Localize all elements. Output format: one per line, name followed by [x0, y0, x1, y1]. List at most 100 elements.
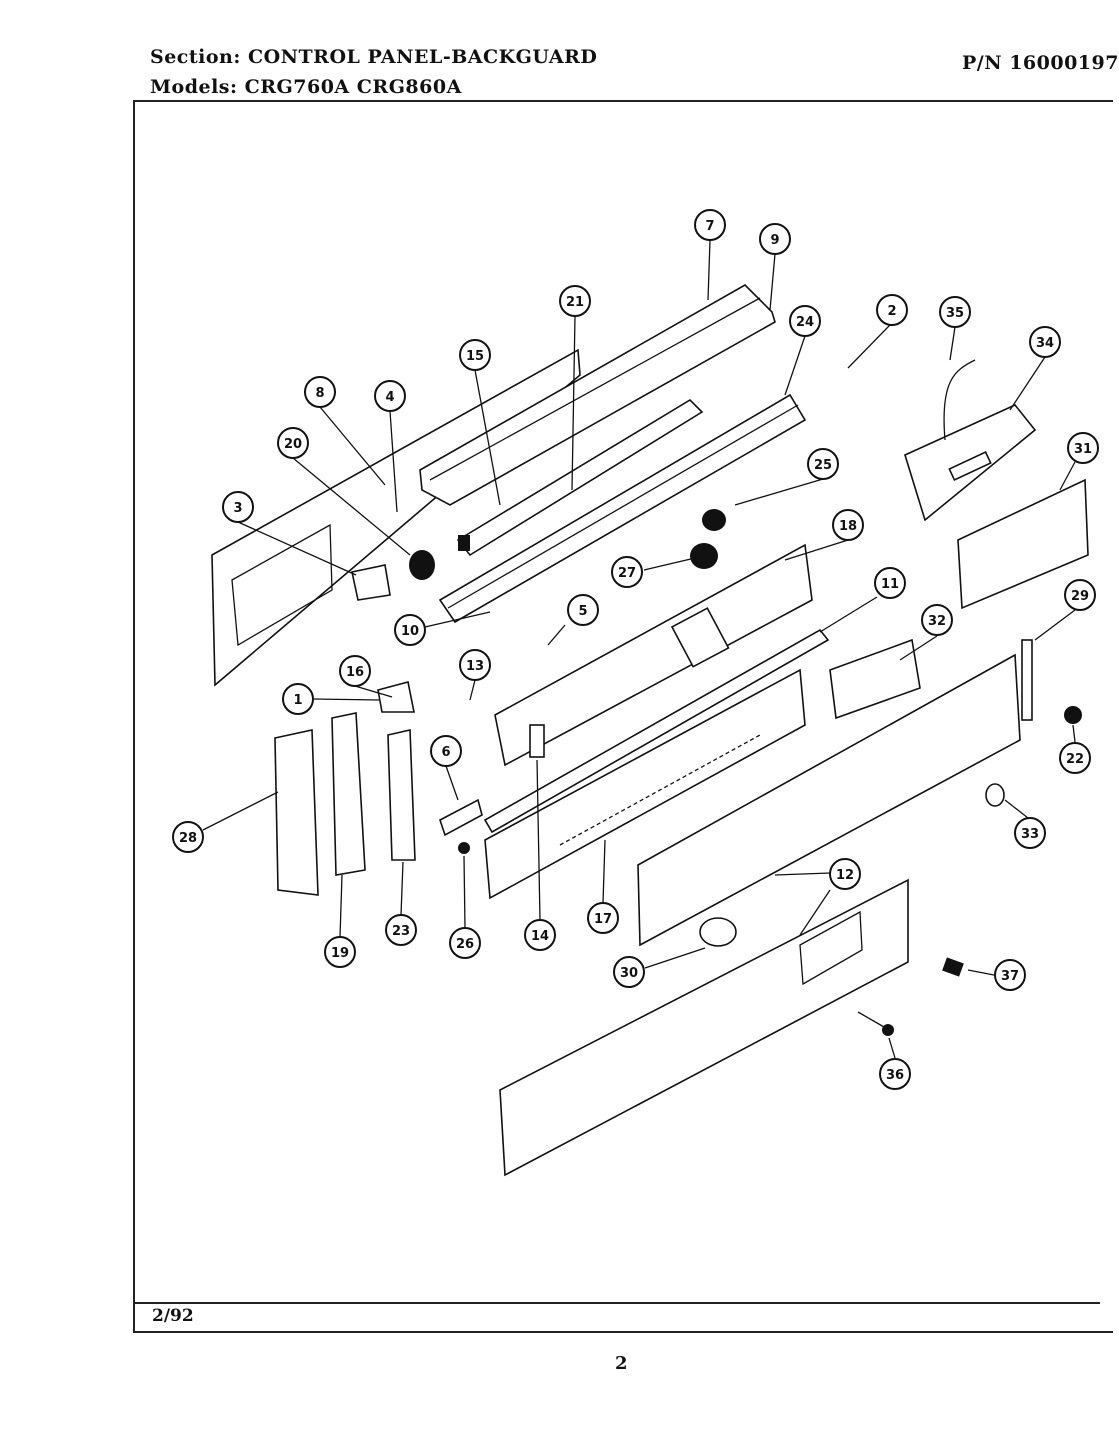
callout-34: 34 — [1029, 326, 1061, 358]
callout-23: 23 — [385, 914, 417, 946]
electronic-control-board — [904, 359, 1037, 522]
callout-15: 15 — [459, 339, 491, 371]
switch-part — [690, 543, 718, 569]
lamp-bulb — [985, 783, 1005, 807]
svg-text:27: 27 — [618, 566, 636, 581]
section-title: Section: CONTROL PANEL-BACKGUARD — [150, 46, 598, 68]
svg-text:21: 21 — [566, 295, 584, 310]
svg-text:12: 12 — [836, 868, 854, 883]
svg-text:16: 16 — [346, 665, 364, 680]
svg-text:28: 28 — [179, 831, 197, 846]
switch-bracket — [829, 638, 921, 720]
callout-2: 2 — [876, 294, 908, 326]
callout-16: 16 — [339, 655, 371, 687]
svg-text:19: 19 — [331, 946, 349, 961]
leader-lines — [202, 239, 1076, 1059]
callout-13: 13 — [459, 649, 491, 681]
svg-text:34: 34 — [1036, 336, 1054, 351]
mounting-clip — [439, 798, 483, 837]
callout-3: 3 — [222, 491, 254, 523]
control-panel-frame — [494, 543, 813, 767]
svg-text:32: 32 — [928, 614, 946, 629]
callout-1: 1 — [282, 683, 314, 715]
callout-25: 25 — [807, 448, 839, 480]
callout-9: 9 — [759, 223, 791, 255]
callout-37: 37 — [994, 959, 1026, 991]
control-knob — [699, 917, 737, 947]
callout-33: 33 — [1014, 817, 1046, 849]
callout-30: 30 — [613, 956, 645, 988]
callout-6: 6 — [430, 735, 462, 767]
svg-text:3: 3 — [233, 501, 242, 516]
svg-text:6: 6 — [441, 745, 450, 760]
svg-text:23: 23 — [392, 924, 410, 939]
callout-22: 22 — [1059, 742, 1091, 774]
screw-part — [882, 1024, 894, 1036]
svg-text:35: 35 — [946, 306, 964, 321]
callout-5: 5 — [567, 594, 599, 626]
callout-35: 35 — [939, 296, 971, 328]
side-bracket — [387, 729, 416, 861]
small-bracket — [377, 681, 415, 713]
vented-panel — [484, 668, 806, 900]
callout-36: 36 — [879, 1058, 911, 1090]
svg-text:14: 14 — [531, 929, 549, 944]
callout-26: 26 — [449, 927, 481, 959]
callout-28: 28 — [172, 821, 204, 853]
svg-text:8: 8 — [315, 386, 324, 401]
glass-front-panel — [499, 878, 909, 1177]
svg-text:20: 20 — [284, 437, 302, 452]
callout-20: 20 — [277, 427, 309, 459]
svg-text:4: 4 — [385, 390, 394, 405]
svg-text:11: 11 — [881, 577, 899, 592]
svg-text:1: 1 — [293, 693, 302, 708]
models-line: Models: CRG760A CRG860A — [150, 76, 462, 98]
display-bezel — [957, 478, 1089, 610]
svg-text:29: 29 — [1071, 589, 1089, 604]
svg-text:17: 17 — [594, 912, 612, 927]
end-cap — [274, 729, 319, 896]
callout-12: 12 — [829, 858, 861, 890]
trim-strip — [483, 628, 830, 834]
svg-text:24: 24 — [796, 315, 814, 330]
screw-part — [458, 842, 470, 854]
spring-part — [942, 957, 964, 977]
part-number: P/N 16000197 — [962, 52, 1119, 74]
end-strip — [1021, 639, 1033, 721]
callout-31: 31 — [1067, 432, 1099, 464]
callout-19: 19 — [324, 936, 356, 968]
light-channel — [438, 393, 807, 624]
svg-text:7: 7 — [705, 219, 714, 234]
callout-8: 8 — [304, 376, 336, 408]
bracket-part — [351, 564, 391, 601]
page-number: 2 — [615, 1353, 628, 1374]
svg-text:13: 13 — [466, 659, 484, 674]
side-bracket — [331, 712, 366, 876]
callout-32: 32 — [921, 604, 953, 636]
end-knob — [1064, 706, 1082, 724]
svg-text:36: 36 — [886, 1068, 904, 1083]
callout-17: 17 — [587, 902, 619, 934]
svg-text:30: 30 — [620, 966, 638, 981]
svg-text:2: 2 — [887, 304, 896, 319]
svg-text:22: 22 — [1066, 752, 1084, 767]
control-panel-insert — [637, 653, 1021, 947]
knob-part — [409, 550, 435, 580]
callout-18: 18 — [832, 509, 864, 541]
svg-text:37: 37 — [1001, 969, 1019, 984]
svg-text:25: 25 — [814, 458, 832, 473]
callout-24: 24 — [789, 305, 821, 337]
footer-rule — [133, 1302, 1100, 1304]
callout-14: 14 — [524, 919, 556, 951]
callout-4: 4 — [374, 380, 406, 412]
fluorescent-tube — [456, 398, 704, 557]
callout-29: 29 — [1064, 579, 1096, 611]
callout-27: 27 — [611, 556, 643, 588]
callout-11: 11 — [874, 567, 906, 599]
diagram-frame — [133, 100, 1113, 1333]
svg-text:33: 33 — [1021, 827, 1039, 842]
top-trim-part — [419, 284, 776, 506]
svg-text:9: 9 — [770, 233, 779, 248]
svg-text:31: 31 — [1074, 442, 1092, 457]
